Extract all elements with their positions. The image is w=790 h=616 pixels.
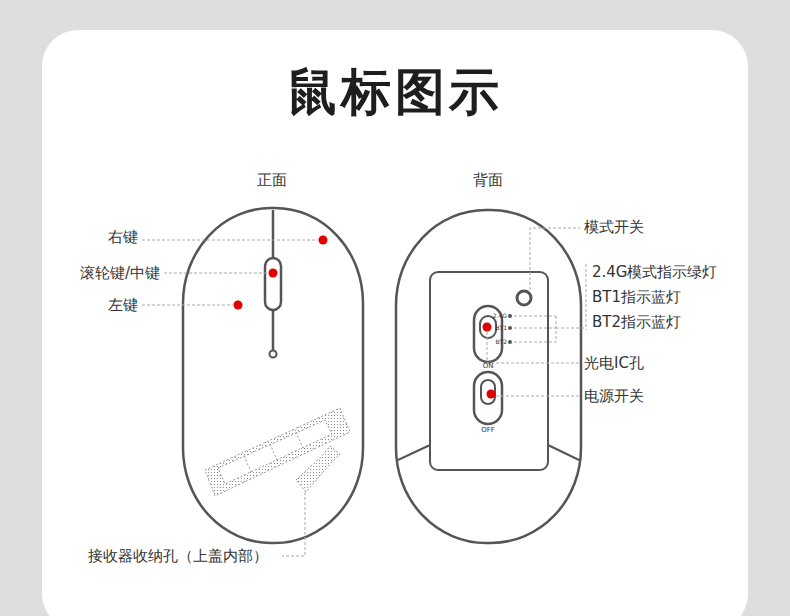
part-label: 2.4G模式指示绿灯	[592, 263, 717, 281]
part-label: 模式开关	[584, 218, 644, 236]
part-label: 右键	[108, 228, 138, 246]
switch-mark: OFF	[481, 426, 495, 434]
mouse-front-outline	[183, 208, 363, 543]
scroll-wheel	[265, 258, 281, 310]
indicator-mark: 2.4G	[493, 312, 507, 319]
front-dot	[270, 351, 277, 358]
part-label: BT2指示蓝灯	[592, 313, 681, 331]
part-label: 接收器收纳孔（上盖内部）	[88, 547, 268, 565]
view-heading: 正面	[257, 171, 287, 189]
indicator-mark: BT1	[495, 324, 507, 331]
part-label: 电源开关	[584, 387, 644, 405]
bottom-panel	[430, 272, 548, 470]
mode-button	[517, 291, 531, 305]
mouse-back-outline	[396, 210, 581, 543]
part-label: BT1指示蓝灯	[592, 288, 681, 306]
switch-mark: ON	[483, 362, 494, 370]
part-label: 左键	[108, 296, 138, 314]
leader-lines	[142, 228, 586, 556]
indicator-mark: BT2	[495, 338, 507, 345]
view-heading: 背面	[473, 171, 503, 189]
battery-compartment	[205, 408, 350, 496]
part-label: 滚轮键/中键	[80, 264, 160, 282]
page-title: 鼠标图示	[287, 62, 503, 122]
red-markers	[234, 236, 496, 399]
part-label: 光电IC孔	[584, 354, 644, 372]
